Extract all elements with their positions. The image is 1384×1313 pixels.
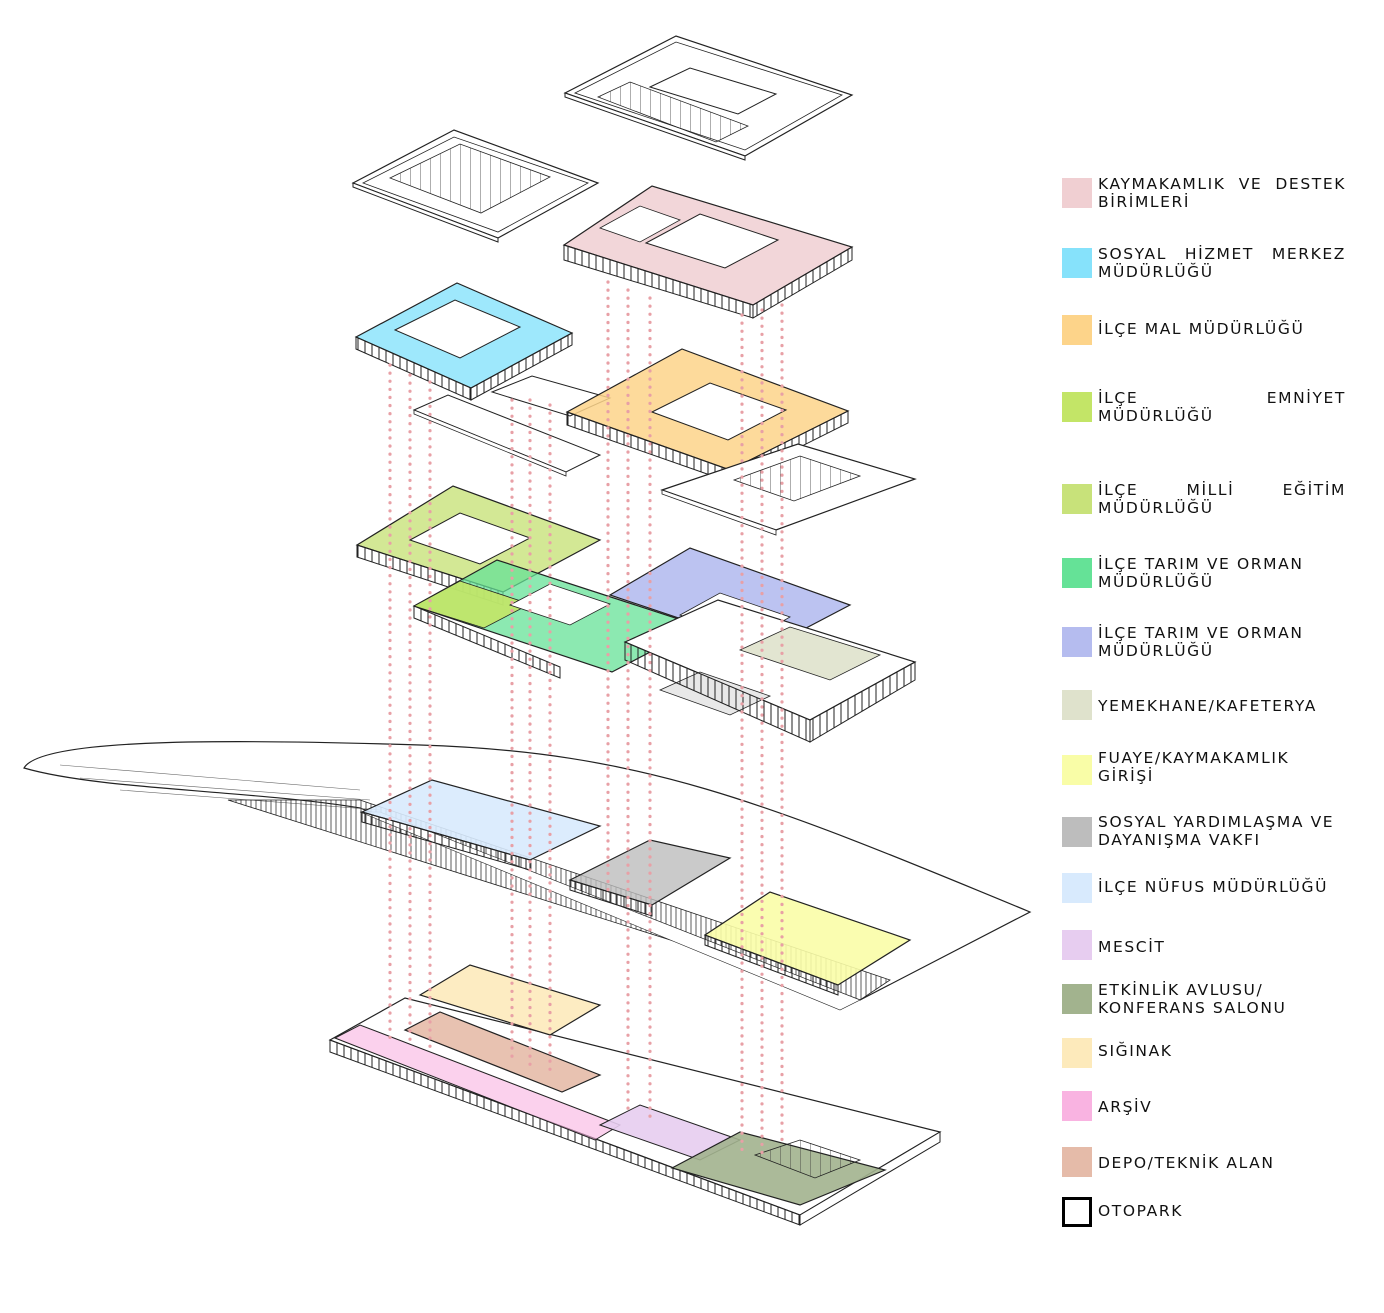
legend-swatch	[1062, 484, 1092, 514]
floor-sosyal-hizmet	[354, 282, 574, 401]
legend-swatch	[1062, 392, 1092, 422]
legend-label: ETKİNLİK AVLUSU/ KONFERANS SALONU	[1098, 981, 1287, 1017]
legend-item-nufus: İLÇE NÜFUS MÜDÜRLÜĞÜ	[1060, 873, 1360, 905]
legend-label: İLÇE EMNİYET MÜDÜRLÜĞÜ	[1098, 389, 1346, 425]
legend-swatch	[1062, 627, 1092, 657]
legend-label: ARŞİV	[1098, 1098, 1153, 1116]
legend-item-arsiv: ARŞİV	[1060, 1091, 1360, 1123]
legend-label: DEPO/TEKNİK ALAN	[1098, 1154, 1275, 1172]
legend-item-fuaye: FUAYE/KAYMAKAMLIK GİRİŞİ	[1060, 749, 1360, 789]
legend-label: İLÇE MİLLİ EĞİTİM MÜDÜRLÜĞÜ	[1098, 481, 1346, 517]
legend-swatch	[1062, 1197, 1092, 1227]
legend-swatch	[1062, 1091, 1092, 1121]
legend: KAYMAKAMLIK VE DESTEK BİRİMLERİ SOSYAL H…	[1060, 0, 1360, 1313]
legend-swatch	[1062, 248, 1092, 278]
legend-item-kaymakamlik: KAYMAKAMLIK VE DESTEK BİRİMLERİ	[1060, 175, 1360, 215]
basement-depo	[403, 1011, 602, 1093]
legend-label: MESCİT	[1098, 938, 1166, 956]
basement-siginak	[418, 964, 602, 1036]
legend-label: İLÇE MAL MÜDÜRLÜĞÜ	[1098, 320, 1305, 338]
legend-swatch	[1062, 755, 1092, 785]
floor-kaymakamlik	[562, 185, 854, 319]
legend-swatch	[1062, 1147, 1092, 1177]
legend-label: SIĞINAK	[1098, 1042, 1173, 1060]
legend-label: OTOPARK	[1098, 1202, 1183, 1220]
legend-item-yemekhane: YEMEKHANE/KAFETERYA	[1060, 690, 1360, 722]
legend-item-mescit: MESCİT	[1060, 930, 1360, 962]
legend-swatch	[1062, 1038, 1092, 1068]
legend-swatch	[1062, 873, 1092, 903]
legend-label: İLÇE NÜFUS MÜDÜRLÜĞÜ	[1098, 878, 1329, 896]
ground-nufus-mudurlugu	[360, 779, 602, 871]
legend-item-milli-egitim: İLÇE MİLLİ EĞİTİM MÜDÜRLÜĞÜ	[1060, 481, 1360, 521]
legend-swatch	[1062, 558, 1092, 588]
legend-item-tarim-orman-green: İLÇE TARIM VE ORMAN MÜDÜRLÜĞÜ	[1060, 555, 1360, 595]
legend-swatch	[1062, 984, 1092, 1014]
legend-swatch	[1062, 690, 1092, 720]
legend-item-emniyet: İLÇE EMNİYET MÜDÜRLÜĞÜ	[1060, 389, 1360, 429]
legend-label: FUAYE/KAYMAKAMLIK GİRİŞİ	[1098, 749, 1290, 785]
legend-swatch	[1062, 315, 1092, 345]
vertical-connectors	[388, 280, 784, 1162]
legend-swatch	[1062, 817, 1092, 847]
legend-swatch	[1062, 178, 1092, 208]
legend-label: İLÇE TARIM VE ORMAN MÜDÜRLÜĞÜ	[1098, 624, 1304, 660]
legend-item-sosyal-yardimlasma: SOSYAL YARDIMLAŞMA VE DAYANIŞMA VAKFI	[1060, 813, 1360, 853]
legend-item-mal-mudurlugu: İLÇE MAL MÜDÜRLÜĞÜ	[1060, 315, 1360, 347]
ground-floor-slab	[23, 741, 1032, 1011]
legend-item-konferans: ETKİNLİK AVLUSU/ KONFERANS SALONU	[1060, 981, 1360, 1021]
ground-fuaye	[703, 891, 912, 996]
legend-label: SOSYAL HİZMET MERKEZ MÜDÜRLÜĞÜ	[1098, 245, 1346, 281]
terrace-2nd-floor	[660, 443, 917, 536]
legend-item-sosyal-hizmet: SOSYAL HİZMET MERKEZ MÜDÜRLÜĞÜ	[1060, 245, 1360, 285]
roof-level-left	[351, 129, 600, 243]
legend-label: YEMEKHANE/KAFETERYA	[1098, 697, 1317, 715]
legend-label: SOSYAL YARDIMLAŞMA VE DAYANIŞMA VAKFI	[1098, 813, 1335, 849]
legend-item-depo: DEPO/TEKNİK ALAN	[1060, 1147, 1360, 1179]
legend-label: KAYMAKAMLIK VE DESTEK BİRİMLERİ	[1098, 175, 1346, 211]
exploded-axonometric-diagram	[23, 35, 1032, 1226]
legend-item-otopark: OTOPARK	[1060, 1197, 1360, 1229]
legend-label: İLÇE TARIM VE ORMAN MÜDÜRLÜĞÜ	[1098, 555, 1304, 591]
legend-item-tarim-orman-blue: İLÇE TARIM VE ORMAN MÜDÜRLÜĞÜ	[1060, 624, 1360, 664]
roof-level-right	[563, 35, 854, 161]
basement-konferans	[670, 1131, 887, 1206]
legend-swatch	[1062, 930, 1092, 960]
legend-item-siginak: SIĞINAK	[1060, 1038, 1360, 1070]
